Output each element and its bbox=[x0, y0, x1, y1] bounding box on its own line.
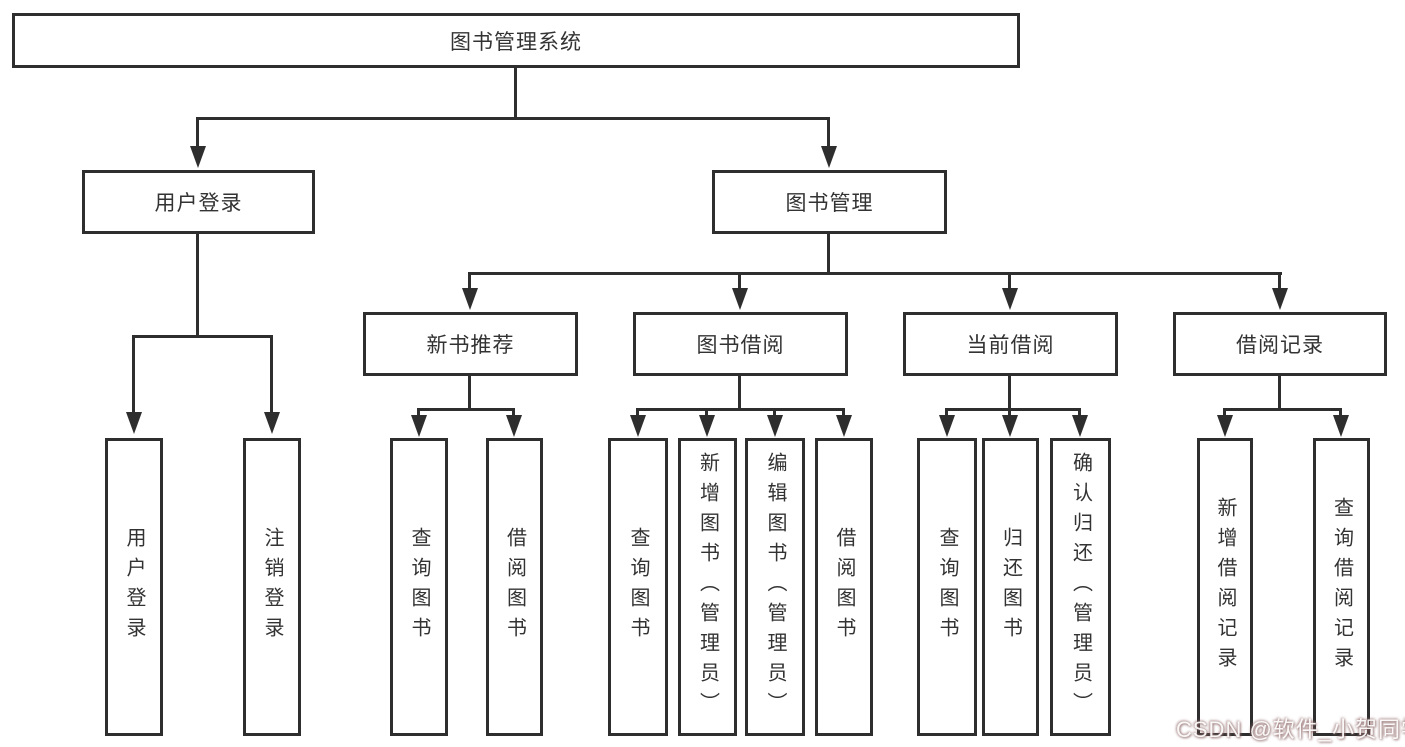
arrow-down-icon bbox=[630, 415, 646, 437]
connector-book-borrow-bar bbox=[636, 408, 845, 411]
connector-current-borrow-stem bbox=[1008, 375, 1011, 408]
connector-drop bbox=[705, 408, 708, 418]
arrow-down-icon bbox=[1272, 288, 1288, 310]
node-leaf-add-book-admin: 新增图书（管理员） bbox=[678, 438, 737, 736]
arrow-down-icon bbox=[1002, 415, 1018, 437]
node-leaf-query-borrow-record: 查询借阅记录 bbox=[1313, 438, 1370, 736]
arrow-down-icon bbox=[1072, 415, 1088, 437]
connector-book-mgmt-stem bbox=[827, 233, 830, 274]
connector-user-login-stem bbox=[196, 233, 199, 335]
node-leaf-return-book: 归还图书 bbox=[982, 438, 1039, 736]
arrow-down-icon bbox=[126, 412, 142, 434]
node-leaf-confirm-return-admin: 确认归还（管理员） bbox=[1050, 438, 1111, 736]
connector-drop bbox=[1223, 408, 1226, 418]
arrow-down-icon bbox=[836, 415, 852, 437]
connector-drop bbox=[468, 272, 471, 290]
connector-new-book-stem bbox=[468, 375, 471, 408]
connector-current-borrow-bar bbox=[945, 408, 1081, 411]
connector-drop bbox=[773, 408, 776, 418]
connector-user-login-drop bbox=[196, 117, 199, 147]
csdn-watermark: CSDN @软件_小贺同学 bbox=[1176, 717, 1405, 742]
node-current-borrow: 当前借阅 bbox=[903, 312, 1118, 376]
connector-drop bbox=[1278, 272, 1281, 290]
connector-drop bbox=[738, 272, 741, 290]
connector-level3-bar bbox=[468, 272, 1282, 275]
arrow-down-icon bbox=[821, 146, 837, 168]
arrow-down-icon bbox=[939, 415, 955, 437]
connector-drop bbox=[1008, 408, 1011, 418]
arrow-down-icon bbox=[1333, 415, 1349, 437]
connector-drop bbox=[842, 408, 845, 418]
node-book-borrow: 图书借阅 bbox=[633, 312, 848, 376]
connector-new-book-bar bbox=[417, 408, 515, 411]
connector-borrow-record-stem bbox=[1278, 375, 1281, 408]
connector-drop bbox=[1339, 408, 1342, 418]
connector-drop bbox=[636, 408, 639, 418]
node-leaf-borrow-book: 借阅图书 bbox=[486, 438, 543, 736]
connector-book-mgmt-drop bbox=[827, 117, 830, 147]
arrow-down-icon bbox=[190, 146, 206, 168]
connector-drop bbox=[1078, 408, 1081, 418]
node-new-book-recommend: 新书推荐 bbox=[363, 312, 578, 376]
node-leaf-query-book: 查询图书 bbox=[608, 438, 668, 736]
connector-level2-bar bbox=[197, 117, 830, 120]
arrow-down-icon bbox=[506, 415, 522, 437]
connector-root-stem bbox=[514, 67, 517, 118]
node-library-system: 图书管理系统 bbox=[12, 13, 1020, 68]
node-leaf-add-borrow-record: 新增借阅记录 bbox=[1197, 438, 1253, 736]
node-leaf-query-book: 查询图书 bbox=[390, 438, 448, 736]
connector-book-borrow-stem bbox=[738, 375, 741, 408]
connector-drop bbox=[512, 408, 515, 418]
connector-user-login-bar bbox=[132, 335, 273, 338]
node-leaf-logout: 注销登录 bbox=[243, 438, 301, 736]
node-leaf-borrow-book: 借阅图书 bbox=[815, 438, 873, 736]
node-leaf-query-book: 查询图书 bbox=[917, 438, 977, 736]
node-borrow-record: 借阅记录 bbox=[1173, 312, 1387, 376]
connector-borrow-record-bar bbox=[1223, 408, 1342, 411]
arrow-down-icon bbox=[699, 415, 715, 437]
arrow-down-icon bbox=[1002, 288, 1018, 310]
node-book-management: 图书管理 bbox=[712, 170, 947, 234]
node-leaf-edit-book-admin: 编辑图书（管理员） bbox=[745, 438, 805, 736]
connector-drop bbox=[132, 335, 135, 413]
arrow-down-icon bbox=[264, 412, 280, 434]
arrow-down-icon bbox=[1217, 415, 1233, 437]
arrow-down-icon bbox=[462, 288, 478, 310]
arrow-down-icon bbox=[411, 415, 427, 437]
node-user-login: 用户登录 bbox=[82, 170, 315, 234]
connector-drop bbox=[1008, 272, 1011, 290]
connector-drop bbox=[417, 408, 420, 418]
connector-drop bbox=[945, 408, 948, 418]
connector-drop bbox=[270, 335, 273, 413]
arrow-down-icon bbox=[732, 288, 748, 310]
node-leaf-user-login: 用户登录 bbox=[105, 438, 163, 736]
arrow-down-icon bbox=[767, 415, 783, 437]
